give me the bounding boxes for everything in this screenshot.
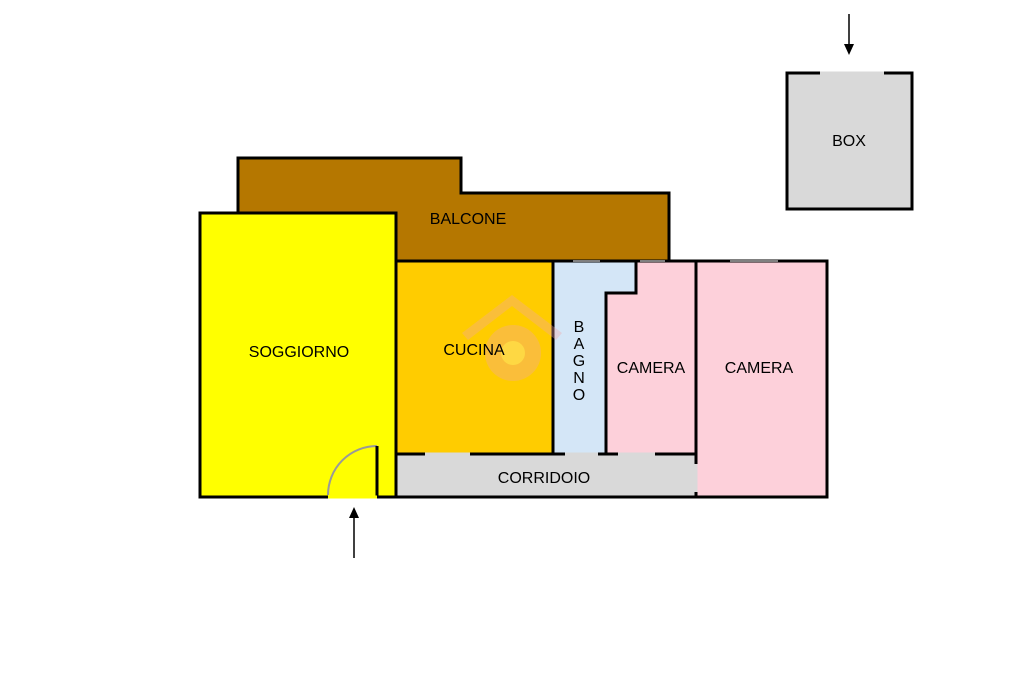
label-camera-2: CAMERA xyxy=(725,360,794,377)
label-bagno-letter: B xyxy=(574,319,585,336)
house-watermark-icon xyxy=(462,295,562,381)
label-soggiorno: SOGGIORNO xyxy=(249,344,349,361)
label-bagno-letter: O xyxy=(573,387,585,404)
label-corridoio: CORRIDOIO xyxy=(498,470,590,487)
arrow-down-icon xyxy=(844,14,854,55)
room-box xyxy=(785,71,914,211)
room-corridoio xyxy=(394,452,698,499)
label-bagno-letter: A xyxy=(574,336,585,353)
label-camera-1: CAMERA xyxy=(617,360,686,377)
label-bagno-letter: G xyxy=(573,353,585,370)
arrow-up-icon xyxy=(349,507,359,558)
label-balcone: BALCONE xyxy=(430,211,506,228)
label-cucina: CUCINA xyxy=(443,342,505,359)
door-swing-icon xyxy=(327,445,379,499)
label-bagno-letter: N xyxy=(573,370,585,387)
label-box: BOX xyxy=(832,133,866,150)
room-camera-2 xyxy=(694,259,829,499)
